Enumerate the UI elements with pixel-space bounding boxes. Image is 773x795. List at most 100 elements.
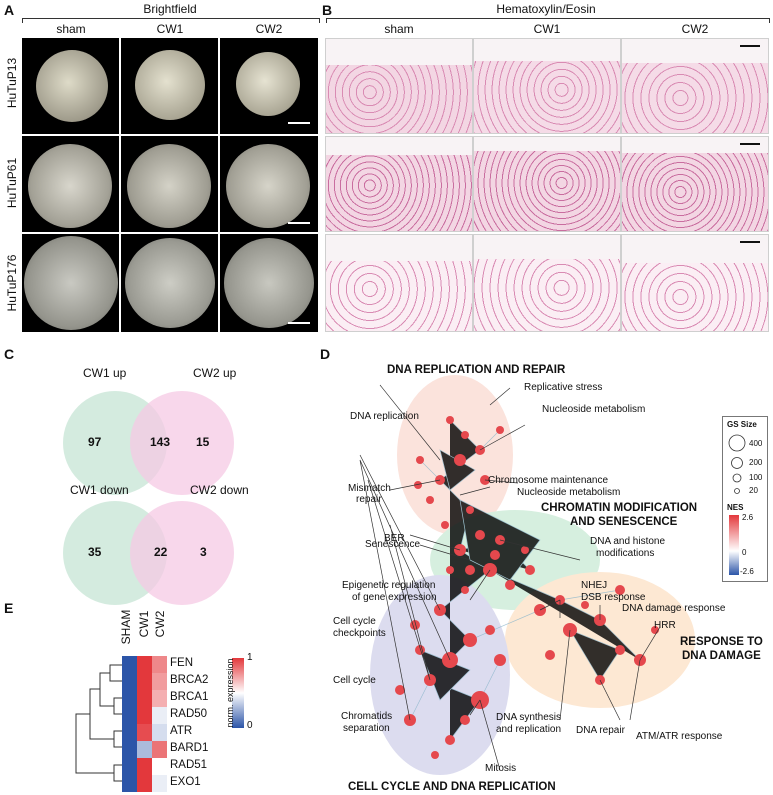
brightfield-header: Brightfield bbox=[143, 2, 197, 16]
heatmap-col-sham: SHAM bbox=[119, 609, 133, 645]
bf-row-hutup176: HuTuP176 bbox=[5, 254, 19, 312]
venn-down-cw2-label: CW2 down bbox=[190, 483, 249, 497]
heatmap-cell bbox=[137, 673, 152, 690]
he-image-hutup13-sham bbox=[325, 38, 473, 134]
label-epigenetic-2: of gene expression bbox=[352, 592, 437, 603]
he-image-hutup61-cw2 bbox=[621, 136, 769, 232]
heatmap-dendrogram bbox=[75, 664, 122, 782]
tissue-section bbox=[326, 155, 472, 231]
he-image-hutup61-sham bbox=[325, 136, 473, 232]
scale-bar bbox=[288, 122, 310, 124]
network-node bbox=[461, 586, 469, 594]
tissue-section bbox=[622, 263, 768, 331]
heatmap-cell bbox=[122, 656, 137, 673]
network-legend: GS Size 400 200 100 20 NES 2.6 0 -2.6 bbox=[722, 416, 768, 582]
legend-nes-colorbar bbox=[729, 515, 739, 575]
he-image-hutup13-cw2 bbox=[621, 38, 769, 134]
network-node bbox=[446, 416, 454, 424]
he-image-hutup176-sham bbox=[325, 234, 473, 332]
legend-circle-400 bbox=[728, 434, 746, 452]
venn-down-overlap: 22 bbox=[154, 545, 168, 559]
theme-chromatin-2: AND SENESCENCE bbox=[570, 516, 678, 528]
venn-diagrams bbox=[63, 391, 234, 605]
bf-image-hutup61-cw2 bbox=[220, 136, 318, 232]
venn-down-cw2-only: 3 bbox=[200, 545, 207, 559]
bf-image-hutup13-cw1 bbox=[121, 38, 218, 134]
label-hrr: HRR bbox=[654, 620, 676, 631]
network-node bbox=[505, 580, 515, 590]
tissue-section bbox=[326, 65, 472, 133]
legend-size-title: GS Size bbox=[727, 420, 757, 429]
bf-row-hutup13: HuTuP13 bbox=[5, 57, 19, 109]
label-dsb: DSB response bbox=[581, 592, 646, 603]
network-node bbox=[460, 715, 470, 725]
brightfield-bracket bbox=[22, 18, 320, 23]
label-histone-1: DNA and histone bbox=[590, 536, 666, 547]
scale-bar bbox=[740, 241, 760, 243]
network-node bbox=[461, 431, 469, 439]
network-node bbox=[545, 650, 555, 660]
scale-bar bbox=[288, 222, 310, 224]
network-node bbox=[414, 481, 422, 489]
venn-up-cw2-circle bbox=[130, 391, 234, 495]
heatmap-cell bbox=[122, 741, 137, 758]
bf-image-hutup13-sham bbox=[22, 38, 119, 134]
heatmap-cell bbox=[152, 775, 167, 792]
network-node bbox=[581, 601, 589, 609]
he-col-cw2: CW2 bbox=[681, 22, 709, 36]
venn-up-cw2-label: CW2 up bbox=[193, 366, 237, 380]
heatmap-gene-label: RAD51 bbox=[170, 759, 208, 771]
he-image-hutup61-cw1 bbox=[473, 136, 621, 232]
heatmap-gene-label: BRCA2 bbox=[170, 674, 209, 686]
heatmap-cell bbox=[122, 707, 137, 724]
venn-up-cw1-only: 97 bbox=[88, 435, 102, 449]
label-checkpoints-2: checkpoints bbox=[333, 628, 386, 639]
label-synthesis-1: DNA synthesis bbox=[496, 712, 562, 723]
panel-label-b: B bbox=[322, 2, 333, 18]
legend-size-200: 200 bbox=[749, 458, 763, 467]
bf-image-hutup13-cw2 bbox=[220, 38, 318, 134]
heatmap-cell bbox=[122, 775, 137, 792]
heatmap-cell bbox=[152, 690, 167, 707]
legend-size-20: 20 bbox=[749, 486, 758, 495]
venn-down-cw2-circle bbox=[130, 501, 234, 605]
label-atm-atr: ATM/ATR response bbox=[636, 731, 723, 742]
heatmap-cell bbox=[122, 673, 137, 690]
venn-up-cw2-only: 15 bbox=[196, 435, 210, 449]
heatmap-col-cw1: CW1 bbox=[137, 610, 151, 638]
network-node bbox=[426, 496, 434, 504]
label-nucleoside-1: Nucleoside metabolism bbox=[542, 404, 646, 415]
bf-image-hutup176-cw1 bbox=[121, 234, 218, 332]
heatmap-cell bbox=[152, 724, 167, 741]
heatmap-cell bbox=[137, 775, 152, 792]
network-node bbox=[415, 645, 425, 655]
heatmap-gene-label: EXO1 bbox=[170, 776, 201, 788]
he-col-cw1: CW1 bbox=[533, 22, 561, 36]
label-dna-replication: DNA replication bbox=[350, 411, 419, 422]
legend-nes-min: -2.6 bbox=[740, 567, 754, 576]
tissue-section bbox=[326, 261, 472, 331]
legend-size-100: 100 bbox=[749, 473, 763, 482]
venn-up-cw1-label: CW1 up bbox=[83, 366, 127, 380]
bf-image-hutup61-cw1 bbox=[121, 136, 218, 232]
label-cell-cycle: Cell cycle bbox=[333, 675, 376, 686]
venn-down-cw1-only: 35 bbox=[88, 545, 102, 559]
legend-nes-title: NES bbox=[727, 503, 744, 512]
label-dna-damage: DNA damage response bbox=[622, 603, 726, 614]
scale-bar bbox=[288, 322, 310, 324]
colorbar-max: 1 bbox=[247, 652, 253, 663]
tissue-section bbox=[622, 153, 768, 231]
network-node bbox=[615, 585, 625, 595]
heatmap bbox=[122, 656, 167, 792]
label-dna-repair: DNA repair bbox=[576, 725, 625, 736]
bf-col-sham: sham bbox=[56, 22, 86, 36]
scale-bar bbox=[740, 143, 760, 145]
venn-up-overlap: 143 bbox=[150, 435, 171, 449]
label-mitosis: Mitosis bbox=[485, 763, 517, 774]
network-node bbox=[475, 530, 485, 540]
legend-size-400: 400 bbox=[749, 439, 763, 448]
heatmap-colorbar bbox=[232, 658, 244, 728]
panel-label-a: A bbox=[4, 2, 15, 18]
heatmap-cell bbox=[137, 758, 152, 775]
organoid-dish bbox=[135, 50, 205, 120]
